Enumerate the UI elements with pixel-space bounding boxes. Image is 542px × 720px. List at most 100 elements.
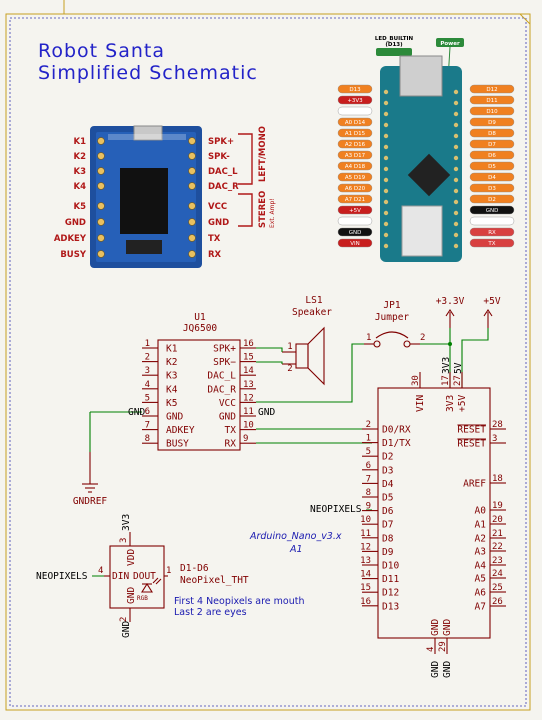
badge-led-builtin (376, 48, 412, 56)
u1-pin-busy: BUSY (166, 439, 189, 450)
a1-pin-num-27: 27 (453, 375, 463, 386)
a1-pin-num-16: 16 (360, 597, 371, 607)
a1-pin-vin: VIN (415, 395, 426, 412)
nano-left-pin-aref: AREF (348, 109, 362, 115)
a1-net-gnd-4: GND (430, 661, 441, 678)
nano-right-pin-bg-9 (469, 183, 515, 193)
d1-pin-vdd: 3 (119, 538, 129, 543)
nano-left-pin-bg-7 (337, 161, 373, 171)
a1-pin-d1-tx: D1/TX (382, 438, 411, 449)
nano-led-sub: (D13) (385, 42, 403, 48)
nano-left-pin-bg-0 (337, 84, 373, 94)
jq6500-photo (90, 125, 202, 268)
a1-pin-num-20: 20 (492, 515, 503, 525)
a1-pin-d8: D8 (382, 533, 394, 544)
photo-pin-gnd-r: GND (208, 218, 229, 228)
a1-pin-a1-20: A1 (475, 520, 487, 531)
a1-pin-num-8: 8 (366, 488, 371, 498)
nano-photo: LED_BUILTIN (D13) Power (375, 36, 464, 262)
power-3v3-label: +3.3V (436, 296, 465, 307)
a1-pin-num-30: 30 (411, 375, 421, 386)
a1-pin-num-12: 12 (360, 542, 371, 552)
a1-pin-d9: D9 (382, 547, 394, 558)
nano-right-pin-d8: D8 (488, 131, 496, 137)
nano-right-pin-bg-0 (469, 84, 515, 94)
nano-left-pin-bg-6 (337, 150, 373, 160)
u1-pin-rx-r: RX (225, 439, 237, 450)
u1-pin-dac-l-r: DAC_L (207, 371, 236, 382)
a1-pin-num-29: 29 (438, 641, 448, 652)
nano-left-pin-a1-d15: A1 D15 (345, 131, 366, 137)
jp1-ref: JP1 (383, 300, 400, 311)
ls1-pin2: 2 (287, 364, 292, 374)
ls1-value: Speaker (292, 307, 332, 318)
u1-pin-tx-r: TX (225, 425, 237, 436)
nano-usb (399, 55, 443, 97)
a1-pin-num-1: 1 (366, 434, 371, 444)
a1-net-gnd-29: GND (442, 661, 453, 678)
a1-pin-num-24: 24 (492, 569, 503, 579)
u1-pin-num-16: 16 (243, 339, 254, 349)
net-gnd-left: GND (128, 407, 145, 418)
u1-pin-num-15: 15 (243, 353, 254, 363)
nano-left-pin-bg-8 (337, 172, 373, 182)
nano-left-pin-bg-10 (337, 194, 373, 204)
frame-corner (519, 13, 531, 25)
nano-mcu (407, 153, 451, 197)
a1-pin-num-19: 19 (492, 501, 503, 511)
chip-small (126, 240, 162, 254)
a1-pin-5v: +5V (457, 395, 468, 412)
nano-right-pin-tx: TX (487, 241, 495, 247)
nano-right-pin-d9: D9 (488, 120, 496, 126)
photo-pin-k5: K5 (73, 202, 86, 212)
a1-pin-num-18: 18 (492, 474, 503, 484)
nano-left-pin-a4-d18: A4 D18 (345, 164, 366, 170)
a1-pin-d13: D13 (382, 601, 399, 612)
nano-right-pin-bg-14 (469, 238, 515, 248)
photo-pin-spk-minus: SPK- (208, 152, 230, 162)
net-neopixels-a1: NEOPIXELS (310, 504, 362, 515)
u1-pin-num-6: 6 (145, 407, 150, 417)
a1-pin-a4-23: A4 (475, 561, 487, 572)
u1-pin-num-10: 10 (243, 421, 254, 431)
a1-pin-d7: D7 (382, 520, 393, 531)
nano-right-pin-bg-10 (469, 194, 515, 204)
u1-pin-dac-r-r: DAC_R (207, 384, 236, 395)
nano-left-pin-bg-3 (337, 117, 373, 127)
u1-pin-num-3: 3 (145, 366, 150, 376)
nano-led-label: LED_BUILTIN (375, 36, 414, 42)
nano-left-pin-bg-1 (337, 95, 373, 105)
u1-pin-num-4: 4 (145, 380, 150, 390)
u1-pin-k1: K1 (166, 344, 178, 355)
d1-pin-din: 4 (98, 566, 103, 576)
u1-pin-num-12: 12 (243, 393, 254, 403)
u1-pin-spk-r: SPK− (213, 357, 236, 368)
u1-pin-vcc-r: VCC (219, 398, 236, 409)
a1-pin-num-7: 7 (366, 474, 371, 484)
photo-pin-k2: K2 (73, 152, 86, 162)
nano-left-pin-5v: +5V (349, 208, 361, 214)
a1-pin-a5-24: A5 (475, 574, 486, 585)
nano-left-pin-bg-14 (337, 238, 373, 248)
nano-left-pin-d13: D13 (349, 87, 361, 93)
d1-dout: DOUT (133, 571, 156, 582)
a1-pin-num-6: 6 (366, 461, 371, 471)
d1-led-icon (141, 582, 153, 593)
title-line-1: Robot Santa (38, 40, 165, 62)
d1-pin-dout: 1 (166, 566, 171, 576)
nano-right-pin-bg-7 (469, 161, 515, 171)
a1-pin-num-2: 2 (366, 420, 371, 430)
nano-right-pin-d12: D12 (486, 87, 497, 93)
a1-value: Arduino_Nano_v3.x (249, 531, 342, 542)
u1-pin-k3: K3 (166, 371, 177, 382)
nano-left-pin-a7-d21: A7 D21 (345, 197, 365, 203)
a1-pin-a3-22: A3 (475, 547, 486, 558)
a1-pin-num-15: 15 (360, 583, 371, 593)
net-gnd-right: GND (258, 407, 275, 418)
chip-large (120, 168, 168, 234)
u1-pin-num-5: 5 (145, 393, 150, 403)
d1-din: DIN (112, 571, 129, 582)
